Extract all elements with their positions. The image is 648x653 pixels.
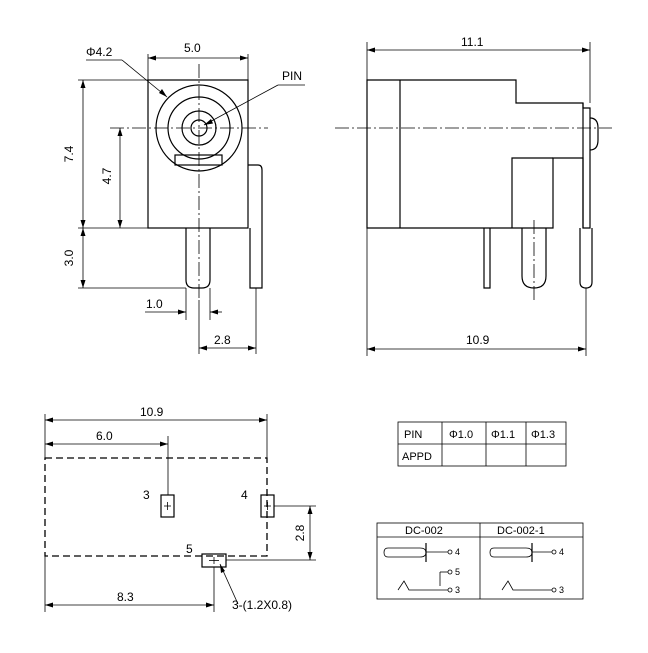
dc-002-pin-4: 4 (455, 547, 460, 557)
schematic-header-dc-002-1: DC-002-1 (497, 525, 545, 537)
pad-3 (160, 494, 175, 518)
footprint-pin5-dimension: 8.3 (117, 590, 134, 604)
side-top-dimension: 11.1 (461, 35, 484, 49)
dc-002-pin-3: 3 (455, 585, 460, 595)
side-view: 11.1 10.9 (335, 35, 612, 356)
dc-002-pin-5: 5 (455, 567, 460, 577)
footprint-pin3-dimension: 6.0 (96, 429, 113, 443)
front-pin-width-dimension: 1.0 (146, 297, 163, 311)
side-body-outline (366, 79, 591, 229)
pad-3-label: 3 (143, 488, 150, 502)
front-width-dimension: 5.0 (184, 41, 201, 55)
pin-table-row-appd: APPD (402, 451, 432, 463)
footprint-width-dimension: 10.9 (140, 405, 164, 419)
front-side-leg (248, 164, 263, 289)
pad-5-label: 5 (186, 542, 193, 556)
dc-002-1-schematic: 4 3 (489, 543, 564, 595)
front-center-dimension: 4.7 (100, 167, 114, 184)
schematic-table: DC-002 DC-002-1 4 5 3 4 3 (376, 522, 584, 600)
pin-table-header-1-1: Φ1.1 (491, 429, 515, 441)
side-rear-bump (589, 117, 599, 151)
front-height-dimension: 7.4 (62, 145, 76, 162)
spring-contact (174, 154, 223, 166)
dc-002-1-pin-4: 4 (559, 547, 564, 557)
front-view: 5.0 Φ4.2 PIN 7.4 4.7 3.0 (62, 41, 305, 354)
front-body-outline (147, 79, 249, 229)
front-pin-label: PIN (282, 69, 302, 83)
pin-table: PIN Φ1.0 Φ1.1 Φ1.3 APPD (397, 421, 567, 467)
side-leg-front (483, 228, 491, 289)
side-bottom-dimension: 10.9 (466, 333, 490, 347)
pcb-footprint: 10.9 6.0 3 4 5 2.8 8.3 (44, 405, 316, 612)
dc-002-schematic: 4 5 3 (383, 543, 460, 595)
schematic-header-dc-002: DC-002 (405, 525, 443, 537)
pin-table-header-1-0: Φ1.0 (449, 429, 473, 441)
front-leg-dimension: 3.0 (62, 249, 76, 266)
front-center-leg (185, 228, 211, 289)
side-bracket (511, 157, 553, 228)
dc-002-1-pin-3: 3 (559, 585, 564, 595)
pad-4-label: 4 (241, 488, 248, 502)
pin-table-header-1-3: Φ1.3 (531, 429, 555, 441)
side-leg-rear (579, 228, 593, 289)
front-hole-dimension: Φ4.2 (86, 45, 113, 59)
front-pin-spacing-dimension: 2.8 (214, 333, 231, 347)
footprint-pin-y-dimension: 2.8 (293, 524, 307, 541)
pin-table-header-pin: PIN (404, 429, 422, 441)
footprint-outline (44, 457, 268, 557)
pad-size-note: 3-(1.2X0.8) (232, 598, 292, 612)
